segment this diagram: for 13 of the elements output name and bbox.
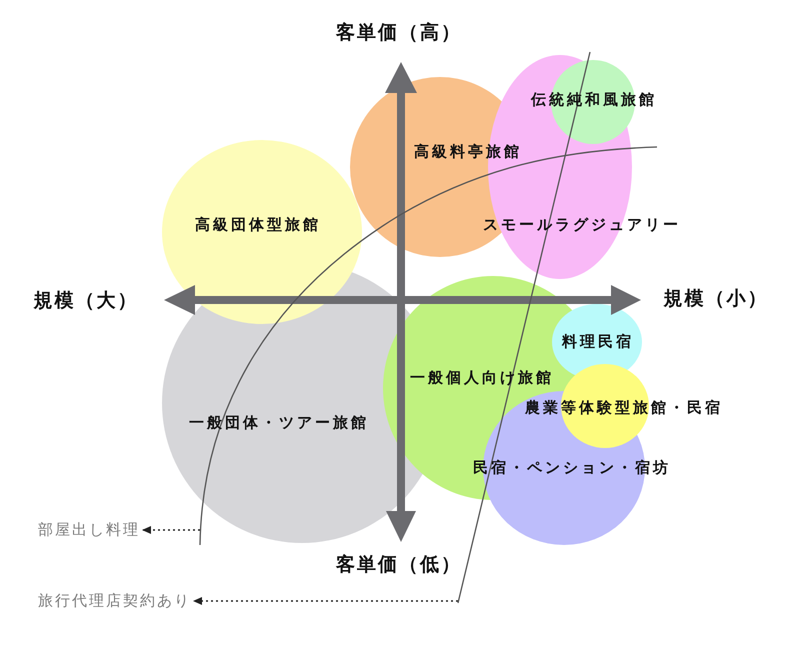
axis-label: 規模（大） bbox=[34, 292, 138, 310]
category-label: 料理民宿 bbox=[562, 334, 634, 350]
annotation-label: 旅行代理店契約あり bbox=[38, 594, 191, 608]
category-label: 一般団体・ツアー旅館 bbox=[189, 416, 369, 430]
axis-label: 客単価（高） bbox=[336, 24, 462, 42]
annotation-label: 部屋出し料理 bbox=[38, 522, 140, 538]
category-label: 農業等体験型旅館・民宿 bbox=[525, 400, 723, 416]
leader-arrow bbox=[142, 526, 200, 534]
category-label: 高級料亭旅館 bbox=[414, 144, 522, 160]
leader-arrow bbox=[193, 597, 458, 605]
category-label: 高級団体型旅館 bbox=[195, 218, 321, 232]
axis-label: 客単価（低） bbox=[336, 556, 462, 574]
axis-label: 規模（小） bbox=[664, 290, 768, 308]
